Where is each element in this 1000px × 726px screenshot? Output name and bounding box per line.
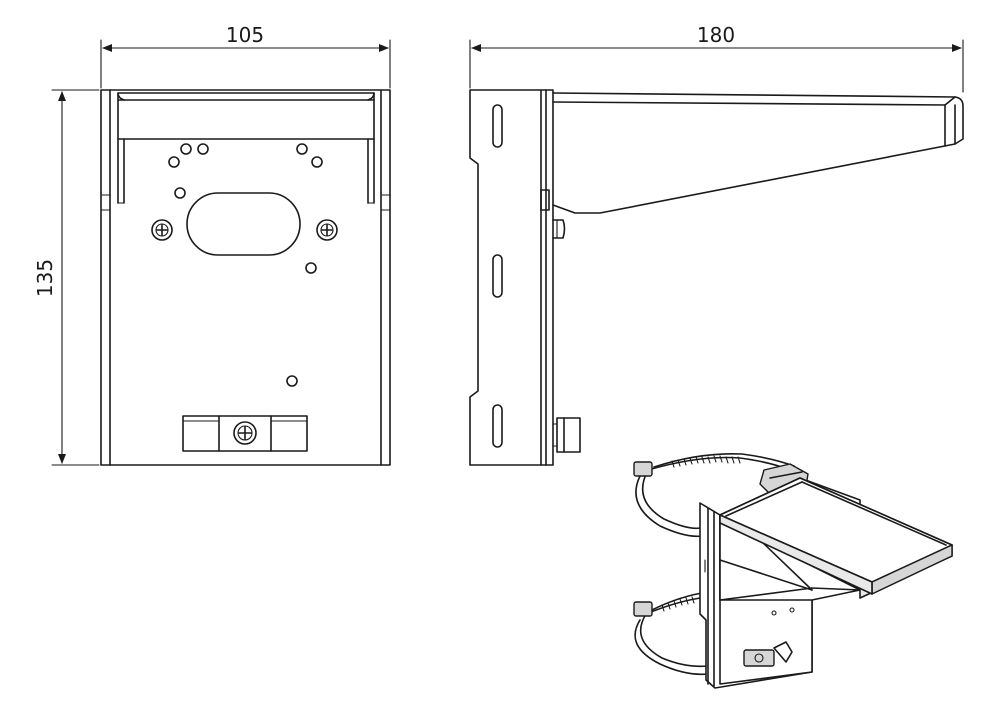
front-view: 105 135 — [33, 23, 391, 466]
side-view: 180 — [469, 23, 964, 466]
length-dimension-label: 180 — [697, 23, 735, 47]
height-dimension: 135 — [33, 89, 100, 466]
isometric-view — [633, 452, 953, 689]
lower-band-teeth — [661, 596, 695, 612]
cable-hole — [186, 192, 301, 256]
front-plate-outline — [100, 89, 391, 466]
screw-left — [151, 219, 173, 241]
mounting-holes — [168, 143, 323, 387]
back-plate — [469, 89, 554, 466]
upper-band — [641, 469, 701, 530]
width-dimension: 105 — [100, 23, 391, 89]
width-dimension-label: 105 — [226, 23, 264, 47]
bottom-clamp — [182, 415, 308, 452]
band-teeth — [671, 455, 741, 468]
height-dimension-label: 135 — [33, 259, 57, 297]
screw-right — [316, 219, 338, 241]
lower-band — [639, 613, 709, 668]
support-arm — [552, 92, 964, 214]
length-dimension: 180 — [469, 23, 964, 93]
